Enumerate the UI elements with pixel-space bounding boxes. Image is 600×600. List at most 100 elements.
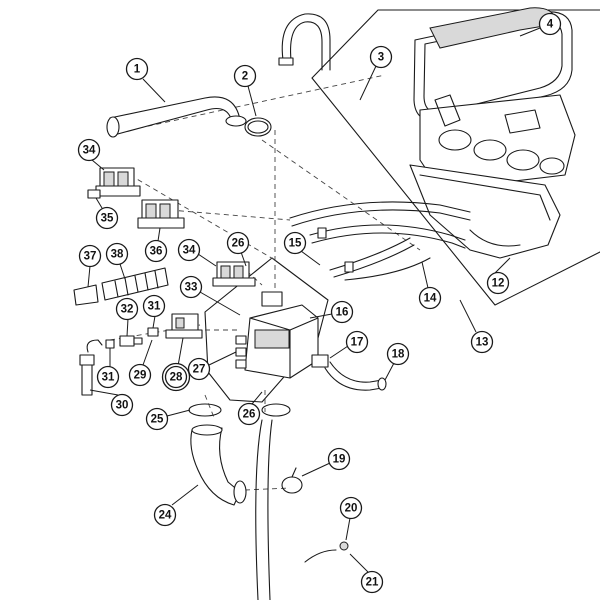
callout-circle [470,330,494,354]
corrugated-hose-part-38 [101,267,169,301]
callout-circle [177,238,201,262]
callout-2: 2 [233,64,257,88]
valve-part-36 [137,199,185,229]
callout-label: 14 [424,293,437,305]
callout-label: 15 [289,238,302,250]
callout-label: 3 [378,52,384,64]
callout-circle [110,393,134,417]
callout-29: 29 [128,363,152,387]
callout-circle [164,365,188,389]
callout-label: 26 [243,409,256,421]
callout-33: 33 [179,275,203,299]
callout-37: 37 [78,244,102,268]
dispenser-body-part-12 [409,164,561,259]
callout-label: 36 [150,246,163,258]
callout-13: 13 [470,330,494,354]
callout-label: 25 [151,414,164,426]
callout-4: 4 [538,12,562,36]
callout-circle [538,12,562,36]
callout-label: 24 [159,510,172,522]
callout-circle [144,239,168,263]
callout-label: 38 [111,249,124,261]
callout-28: 28 [161,362,191,392]
hose-harness-part-14 [289,201,471,281]
callout-label: 21 [366,577,379,589]
callout-label: 33 [185,282,198,294]
callout-bubbles: 1234121314151617181920212425262627282930… [77,12,562,594]
clamp-part-2 [244,117,272,137]
callout-circle [125,57,149,81]
callout-25: 25 [145,407,169,431]
callout-circle [237,402,261,426]
callout-label: 27 [193,364,206,376]
callout-label: 13 [476,337,489,349]
callout-label: 34 [83,145,96,157]
callout-34: 34 [177,238,201,262]
vertical-hose-part-26 [255,403,291,600]
callout-label: 17 [351,337,364,349]
dispenser-tray-part-3 [419,94,576,191]
callout-label: 34 [183,245,196,257]
callout-20: 20 [339,496,363,520]
callout-26: 26 [237,402,261,426]
callout-label: 16 [336,307,349,319]
callout-36: 36 [144,239,168,263]
callout-circle [386,342,410,366]
callout-circle [226,231,250,255]
callout-35: 35 [95,206,119,230]
vertical-hose-top [278,13,331,71]
callout-16: 16 [330,300,354,324]
callout-14: 14 [418,286,442,310]
callout-3: 3 [369,45,393,69]
hose-fitting-part-37 [73,284,99,306]
callout-label: 28 [170,372,183,384]
callout-12: 12 [486,271,510,295]
callout-19: 19 [327,447,351,471]
callout-circle [115,297,139,321]
connector-part-17 [311,354,329,368]
callout-circle [330,300,354,324]
callout-17: 17 [345,330,369,354]
callout-circle [145,407,169,431]
valve-stack-part-27 [235,335,247,369]
callout-circle [128,363,152,387]
callout-34: 34 [77,138,101,162]
callout-18: 18 [386,342,410,366]
fitting-part-35 [87,189,101,199]
callout-label: 2 [242,71,248,83]
callout-38: 38 [105,242,129,266]
callout-label: 26 [232,238,245,250]
plug-part-20 [339,541,349,551]
callout-circle [486,271,510,295]
central-housing-part-16 [244,291,319,379]
callout-circle [78,244,102,268]
callout-circle [187,357,211,381]
callout-label: 20 [345,503,358,515]
callout-label: 35 [101,213,114,225]
callout-circle [153,503,177,527]
callout-circle [360,570,384,594]
callout-31: 31 [142,294,166,318]
wire-part-21 [304,549,337,563]
callout-30: 30 [110,393,134,417]
small-valve-part-28 [165,313,203,339]
callout-circle [327,447,351,471]
callout-circle [369,45,393,69]
callout-15: 15 [283,231,307,255]
clamp-part-25 [188,403,222,417]
valve-part-34-upper [95,167,141,197]
valve-part-34-lower [212,261,256,287]
callout-circle [105,242,129,266]
callout-circle [418,286,442,310]
clamp-part-19 [281,467,303,494]
elbow-hose-part-24 [190,424,247,506]
callout-label: 37 [84,251,97,263]
callout-26: 26 [226,231,250,255]
callout-31: 31 [96,365,120,389]
callout-label: 31 [148,301,161,313]
hose-part-18 [324,361,387,391]
callout-24: 24 [153,503,177,527]
callout-circle [283,231,307,255]
callout-circle [95,206,119,230]
